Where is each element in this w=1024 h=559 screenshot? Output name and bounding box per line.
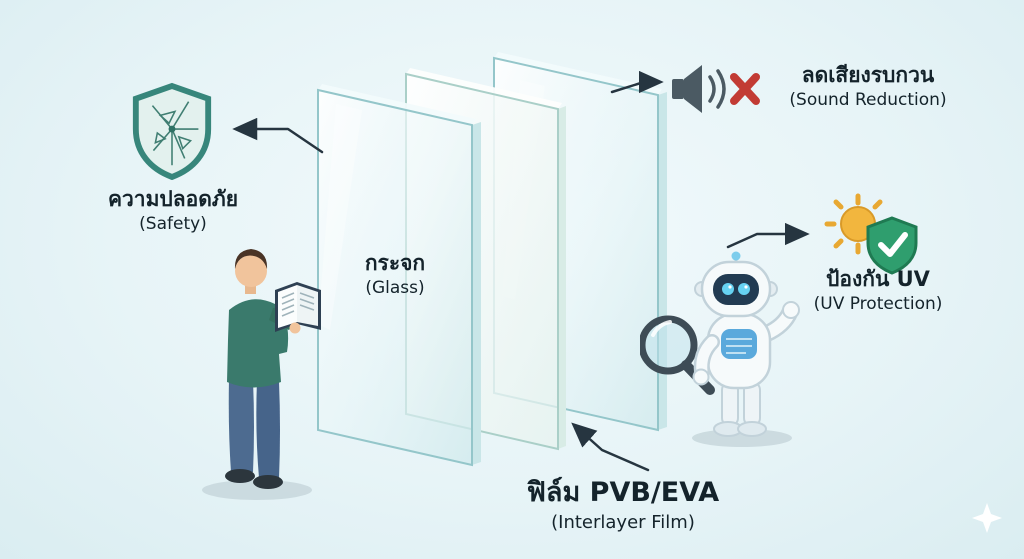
glass-label-eng: (Glass) <box>365 278 425 299</box>
safety-label: ความปลอดภัย (Safety) <box>88 186 258 236</box>
red-x-icon <box>730 73 760 105</box>
person-reading-figure <box>202 249 321 500</box>
uv-label-eng: (UV Protection) <box>813 294 943 315</box>
arrow-to-uv <box>726 222 810 249</box>
muted-speaker-icon <box>672 65 760 113</box>
magnifying-glass-icon <box>640 315 715 395</box>
glass-label: กระจก (Glass) <box>330 250 460 300</box>
sound-reduction-label: ลดเสียงรบกวน (Sound Reduction) <box>768 62 968 112</box>
film-label-eng: (Interlayer Film) <box>551 511 695 533</box>
person-shadow <box>202 480 312 500</box>
arrow-to-safety <box>232 117 324 154</box>
shield-cracked-glass-icon <box>132 82 212 180</box>
robot-figure <box>640 251 800 447</box>
glass-label-thai: กระจก <box>364 251 426 275</box>
robot-face-screen <box>713 274 759 305</box>
sound-label-eng: (Sound Reduction) <box>789 90 947 111</box>
interlayer-film-label: ฟิล์ม PVB/EVA (Interlayer Film) <box>508 476 738 534</box>
safety-label-eng: (Safety) <box>139 214 207 235</box>
arrow-to-sound <box>610 70 664 94</box>
open-book-icon <box>275 282 321 332</box>
safety-label-thai: ความปลอดภัย <box>107 187 239 211</box>
check-icon <box>878 232 908 257</box>
uv-label-thai: ป้องกัน UV <box>826 267 930 291</box>
sparkle-icon <box>972 503 1002 533</box>
film-label-thai: ฟิล์ม PVB/EVA <box>526 477 720 508</box>
arrow-to-film <box>571 422 650 472</box>
sun-shield-check-icon <box>824 193 918 275</box>
uv-protection-label: ป้องกัน UV (UV Protection) <box>788 266 968 316</box>
glass-pane-front <box>317 84 481 467</box>
sound-label-thai: ลดเสียงรบกวน <box>801 63 935 87</box>
